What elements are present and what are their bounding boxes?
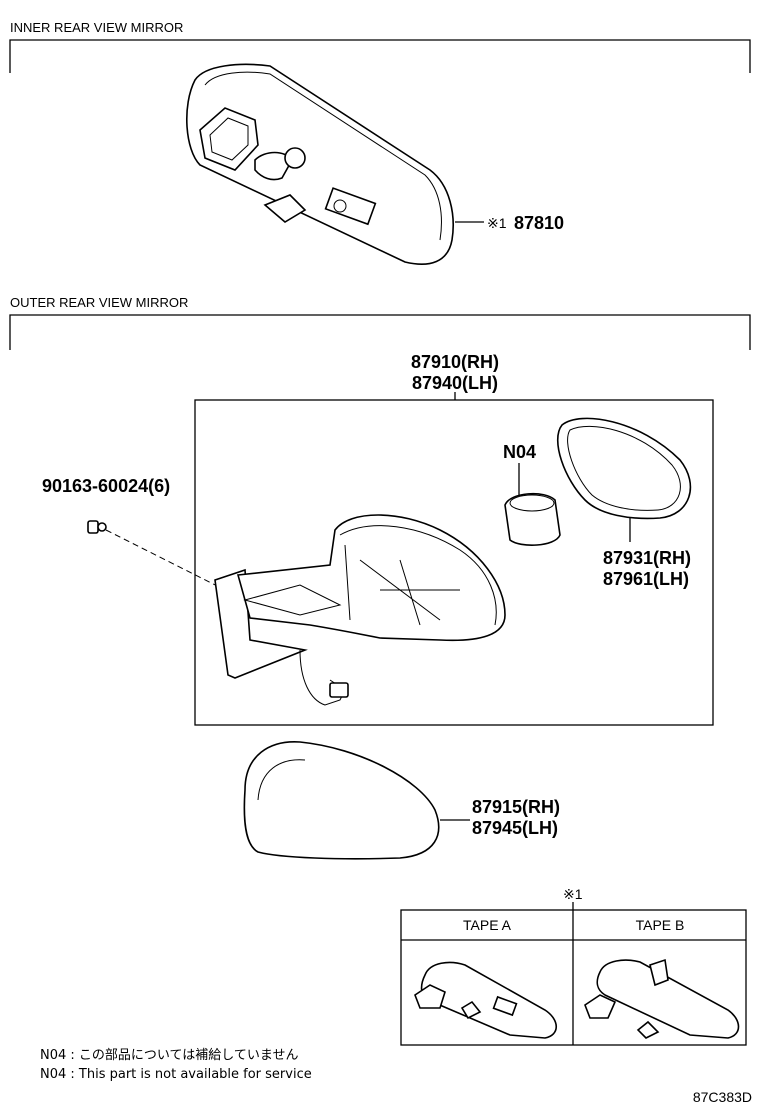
inner-mirror-drawing [186,63,454,265]
part-number-87945: 87945(LH) [472,818,558,838]
part-number-N04: N04 [503,442,536,462]
screw-drawing [87,520,107,534]
note-en: N04 : This part is not available for ser… [40,1067,312,1082]
actuator-drawing [504,492,561,546]
section-bracket-outer [9,314,751,350]
part-number-87940: 87940(LH) [412,373,498,393]
part-number-87961: 87961(LH) [603,569,689,589]
section-title-inner: INNER REAR VIEW MIRROR [10,20,183,35]
screw-dashed-leader [105,529,246,601]
part-number-87910: 87910(RH) [411,352,499,372]
part-number-screw: 90163-60024(6) [42,476,170,496]
mirror-cover-drawing [243,741,440,860]
part-number-87810: 87810 [514,213,564,233]
tape-b-mirror-drawing [584,958,740,1039]
section-bracket-inner [9,39,751,73]
outer-mirror-assembly-box [194,399,714,726]
part-number-87931: 87931(RH) [603,548,691,568]
mirror-glass-drawing [557,417,692,520]
note-ja: N04 : この部品については補給していません [40,1048,298,1063]
tape-a-mirror-drawing [414,961,558,1039]
variant-table-mark: ※1 [563,886,583,902]
part-number-87915: 87915(RH) [472,797,560,817]
variant-column-tape-b: TAPE B [636,917,685,933]
inner-mirror-mark: ※1 [487,215,507,231]
outer-mirror-body-drawing [214,514,506,706]
section-title-outer: OUTER REAR VIEW MIRROR [10,295,188,310]
variant-column-tape-a: TAPE A [463,917,512,933]
diagram-id: 87C383D [693,1089,752,1105]
variant-table-grid [401,910,746,1045]
